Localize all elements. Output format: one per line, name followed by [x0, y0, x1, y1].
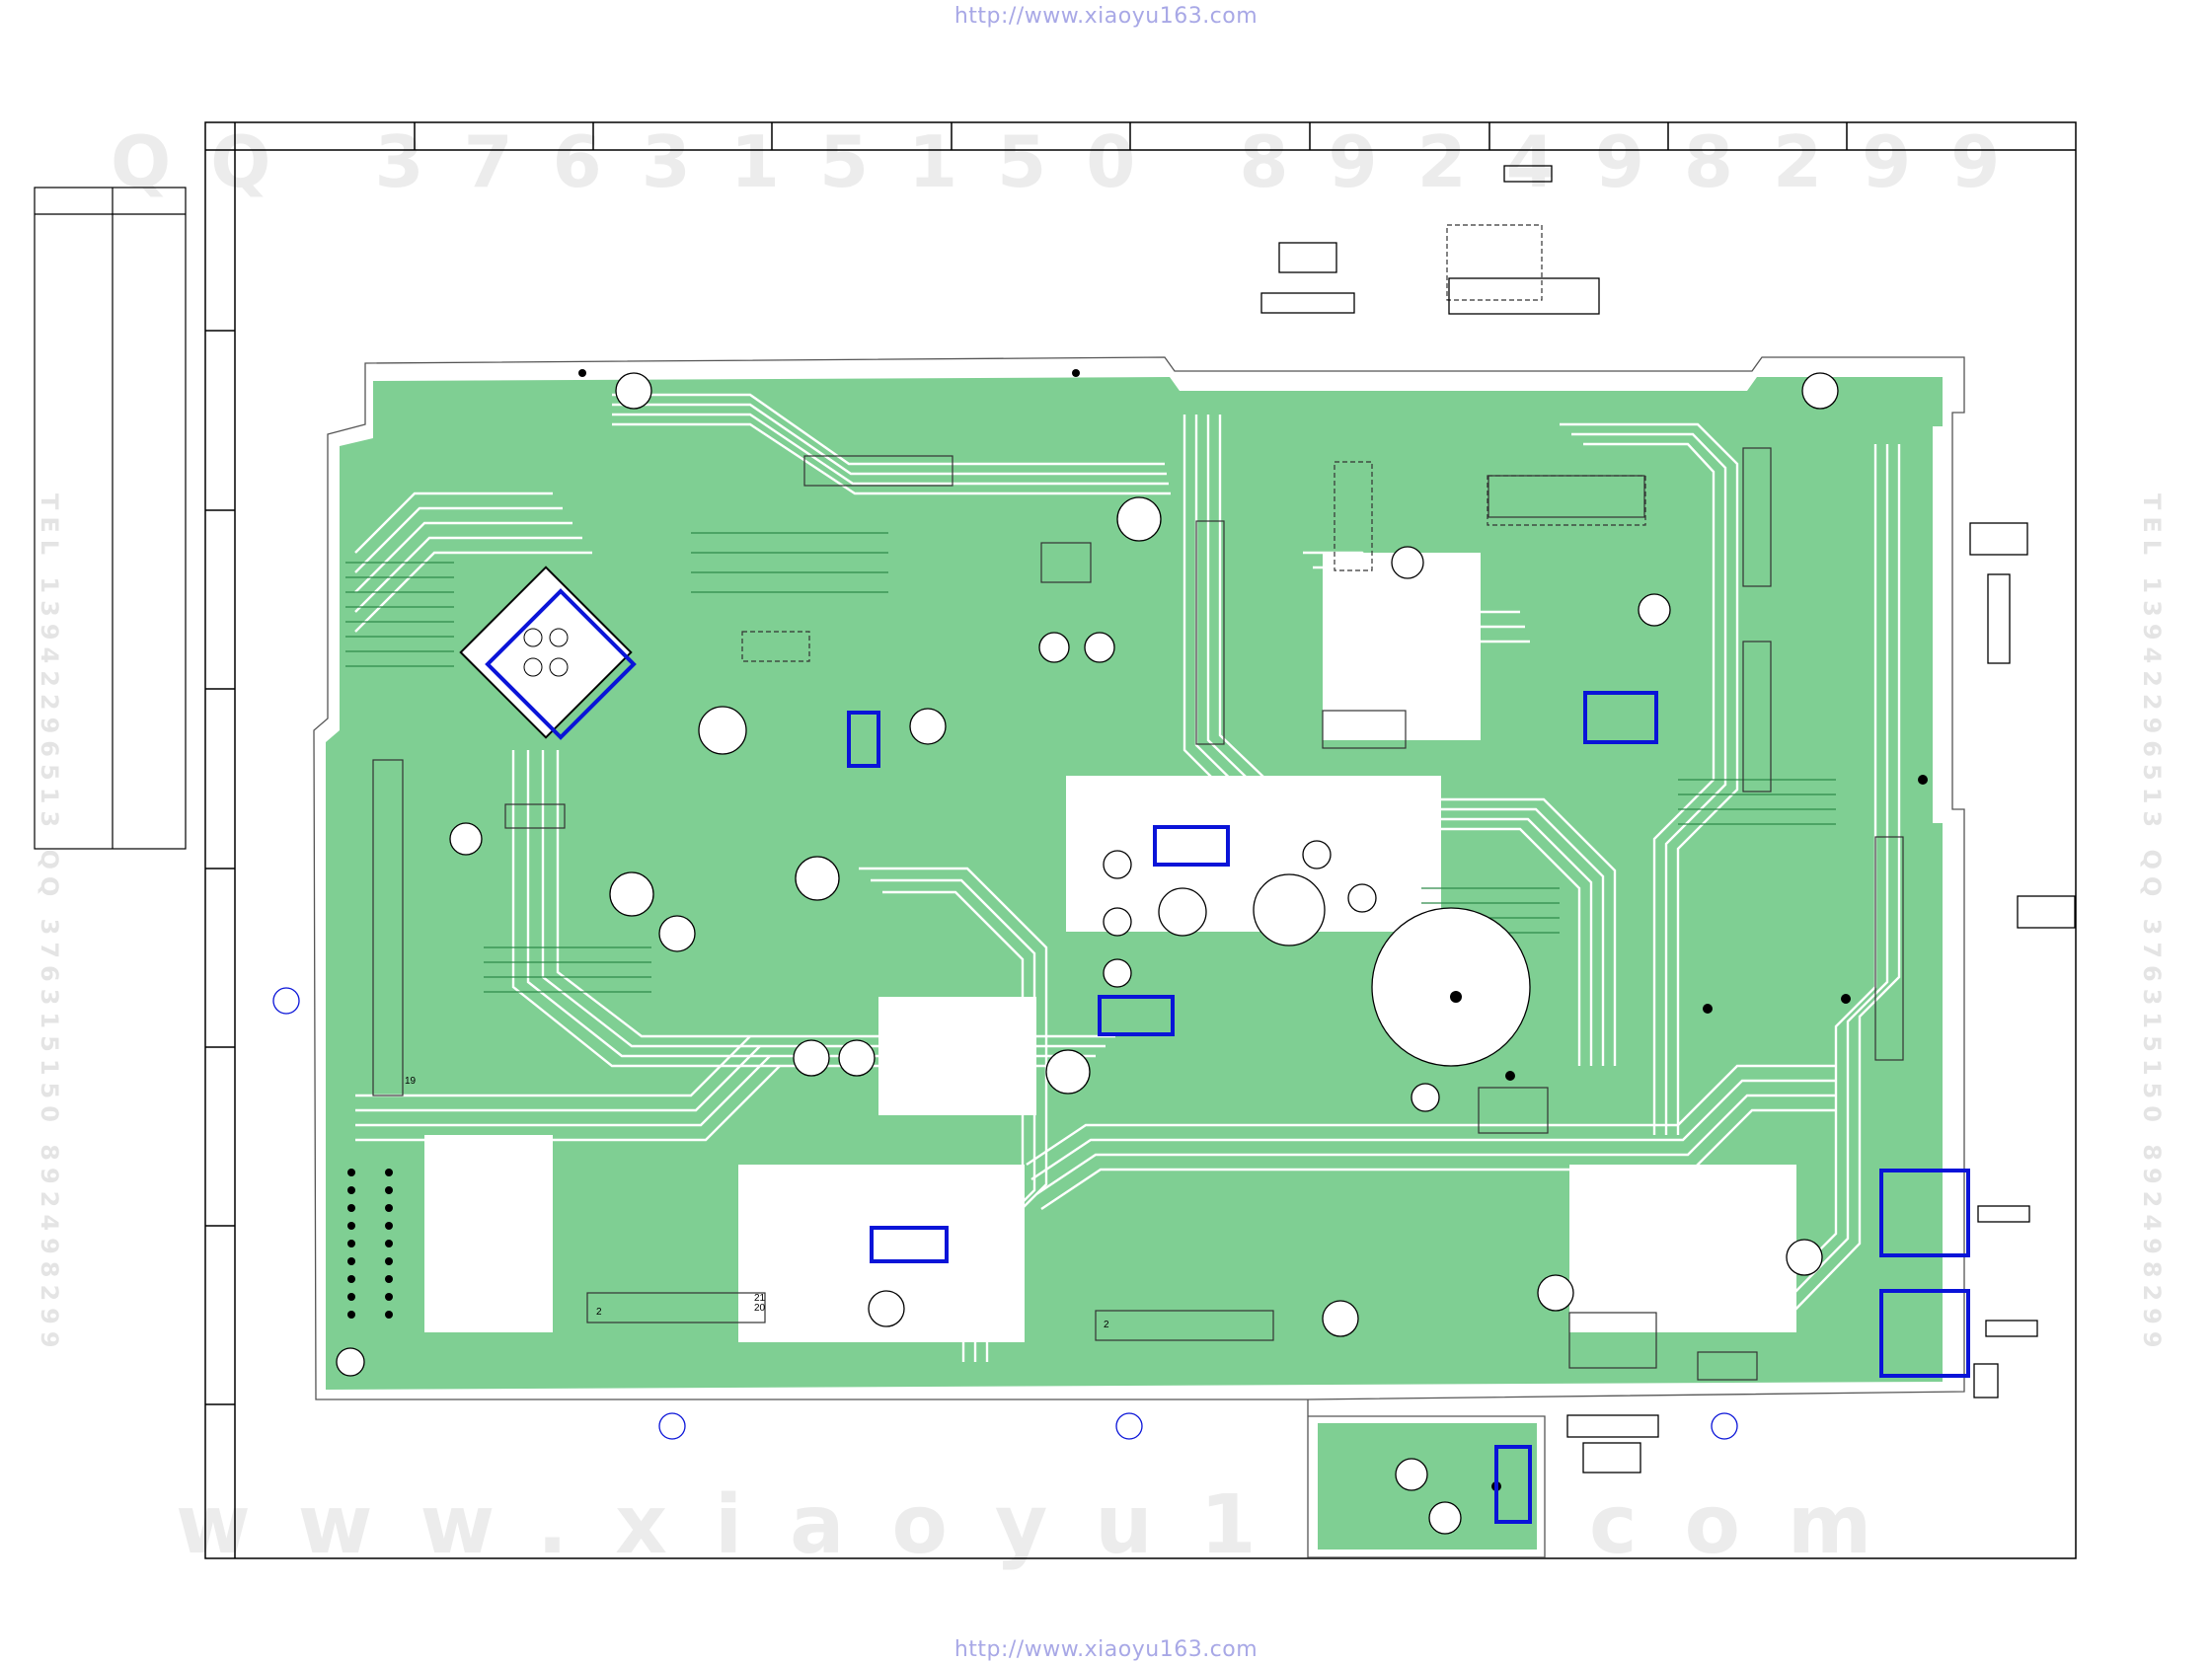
pin-label: 2 [596, 1307, 602, 1318]
pin-label: 20 [754, 1303, 766, 1314]
legend-table [35, 188, 186, 849]
pin-label: 2 [1104, 1320, 1109, 1330]
pin-label: 19 [405, 1076, 417, 1087]
pin-label: 21 [754, 1293, 766, 1304]
